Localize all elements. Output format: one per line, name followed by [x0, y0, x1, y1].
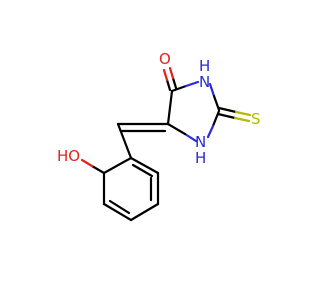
exocyclic-double-bond: [116, 122, 170, 133]
carbonyl-double-bond: [162, 66, 178, 92]
c2-n1-bond: [206, 109, 221, 139]
benzene-ring: [102, 156, 160, 222]
c4-n3-bond: [170, 80, 200, 93]
n1-hydrogen-label: H: [195, 149, 206, 167]
n3-c2-bond: [208, 82, 221, 112]
carbonyl-oxygen-label: O: [159, 50, 171, 68]
c5-c4-bond: [166, 89, 174, 126]
sulfur-label: S: [251, 110, 261, 128]
molecule-structure: O N H S N H HO: [57, 50, 261, 222]
structure-canvas: O N H S N H HO: [57, 50, 261, 222]
methine-aryl-bond: [116, 122, 133, 160]
hydroxyl-label: HO: [57, 147, 80, 165]
n1-c5-bond: [166, 122, 198, 143]
n1-label: N: [195, 133, 206, 151]
n3-label: N: [199, 73, 210, 91]
phenol-bond: [80, 158, 106, 175]
n3-hydrogen-label: H: [199, 57, 210, 75]
thione-double-bond: [216, 106, 252, 123]
